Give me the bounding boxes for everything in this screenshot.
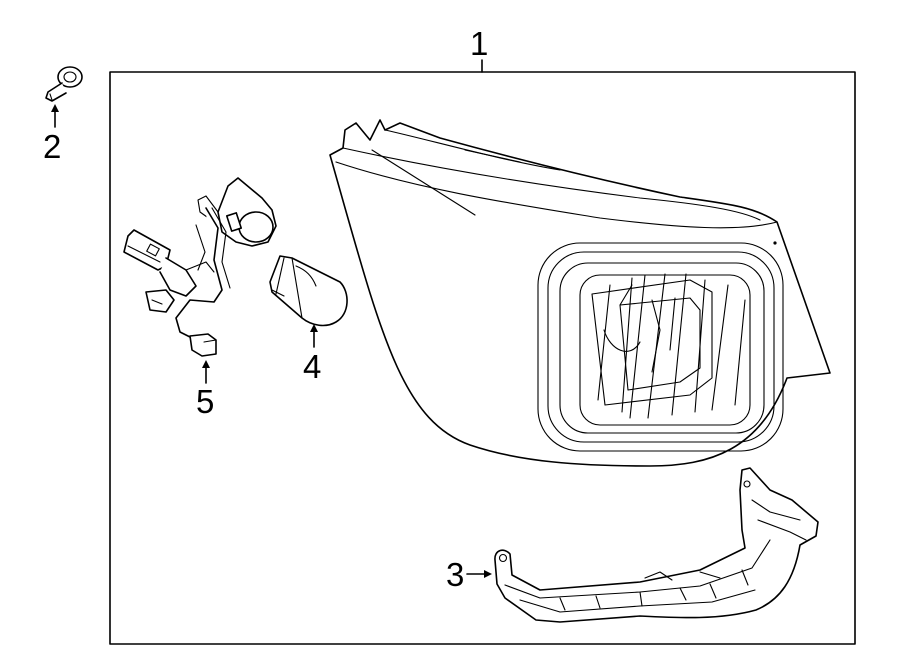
- callout-4[interactable]: 4: [303, 324, 321, 385]
- callout-3-label: 3: [446, 556, 464, 593]
- callout-5[interactable]: 5: [196, 360, 214, 420]
- bracket-part: [494, 467, 819, 623]
- callout-2[interactable]: 2: [43, 104, 61, 165]
- tail-lamp-assembly: [329, 119, 831, 467]
- callout-1[interactable]: 1: [470, 25, 488, 73]
- callout-2-label: 2: [43, 128, 61, 165]
- bulb-part: [269, 255, 348, 327]
- callout-4-label: 4: [303, 348, 321, 385]
- callout-3[interactable]: 3: [446, 556, 492, 593]
- callout-5-label: 5: [196, 383, 214, 420]
- callout-1-label: 1: [470, 25, 488, 62]
- wiring-harness-part: [123, 177, 277, 357]
- bolt-part: [45, 66, 83, 102]
